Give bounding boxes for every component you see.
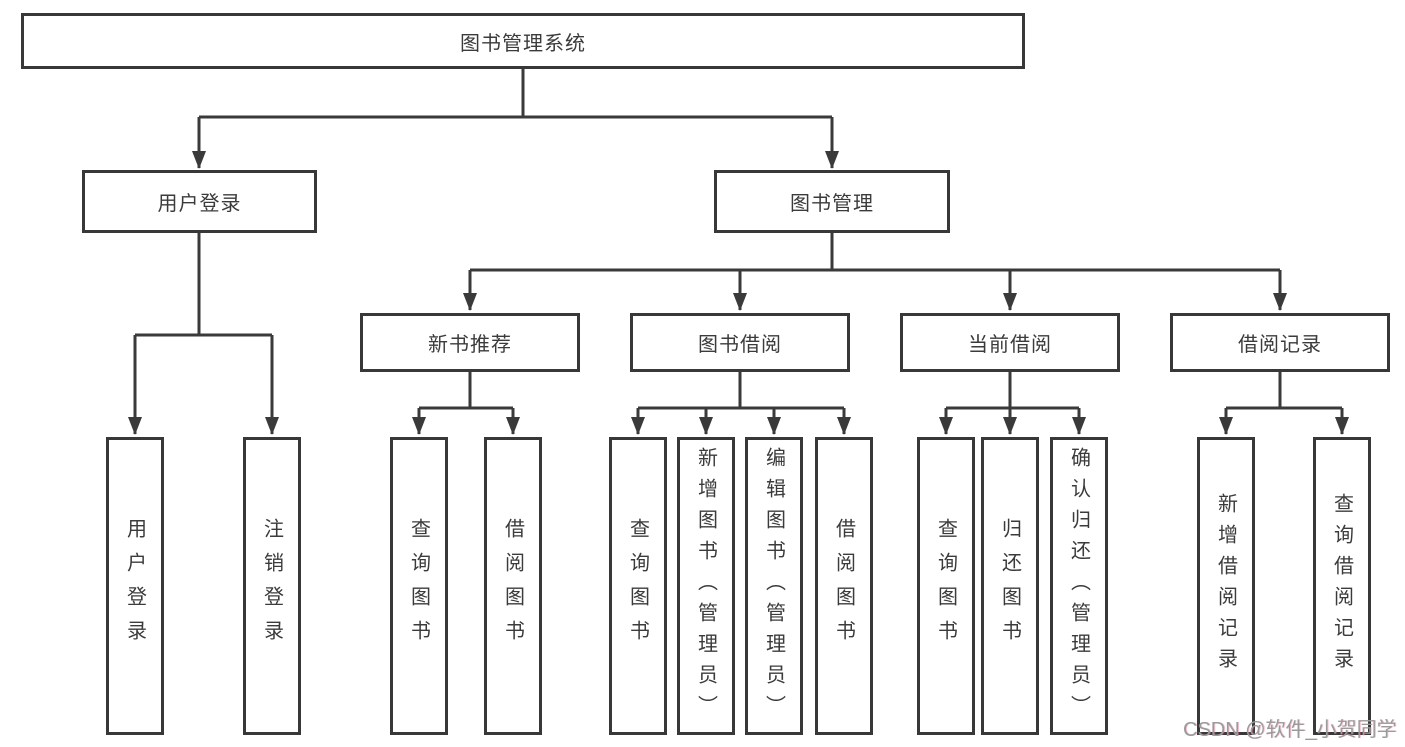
leaf-label: 确认归还（管理员） (1067, 446, 1090, 726)
leaf-edit-book-admin: 编辑图书（管理员） (745, 437, 803, 735)
leaf-query-book-1: 查询图书 (390, 437, 448, 735)
leaf-label: 借阅图书 (501, 518, 524, 654)
leaf-label: 借阅图书 (832, 518, 855, 654)
leaf-label: 查询图书 (407, 518, 430, 654)
node-root: 图书管理系统 (21, 13, 1025, 69)
leaf-query-book-2: 查询图书 (609, 437, 667, 735)
connector-shafts (135, 69, 1342, 410)
leaf-label: 用户登录 (123, 518, 146, 654)
leaf-query-book-3: 查询图书 (917, 437, 975, 735)
leaf-confirm-return-admin: 确认归还（管理员） (1050, 437, 1108, 735)
leaf-label: 新增图书（管理员） (694, 446, 717, 726)
leaf-user-login: 用户登录 (106, 437, 164, 735)
leaf-label: 查询图书 (626, 518, 649, 654)
leaf-label: 查询图书 (934, 518, 957, 654)
leaf-add-book-admin: 新增图书（管理员） (677, 437, 735, 735)
node-current-borrow: 当前借阅 (900, 313, 1120, 372)
leaf-label: 查询借阅记录 (1330, 493, 1353, 679)
node-book-borrow: 图书借阅 (630, 313, 850, 372)
leaf-label: 注销登录 (260, 518, 283, 654)
node-user-login: 用户登录 (82, 170, 317, 233)
node-borrow-records: 借阅记录 (1170, 313, 1390, 372)
leaf-logout: 注销登录 (243, 437, 301, 735)
leaf-borrow-book-1: 借阅图书 (484, 437, 542, 735)
leaf-query-borrow-record: 查询借阅记录 (1313, 437, 1371, 735)
node-new-book-recommend: 新书推荐 (360, 313, 580, 372)
leaf-return-book: 归还图书 (981, 437, 1039, 735)
leaf-borrow-book-2: 借阅图书 (815, 437, 873, 735)
leaf-label: 编辑图书（管理员） (762, 446, 785, 726)
leaf-label: 新增借阅记录 (1214, 493, 1237, 679)
node-book-mgmt: 图书管理 (714, 170, 950, 233)
leaf-label: 归还图书 (998, 518, 1021, 654)
watermark: CSDN @软件_小贺同学 (1183, 719, 1397, 741)
leaf-add-borrow-record: 新增借阅记录 (1197, 437, 1255, 735)
